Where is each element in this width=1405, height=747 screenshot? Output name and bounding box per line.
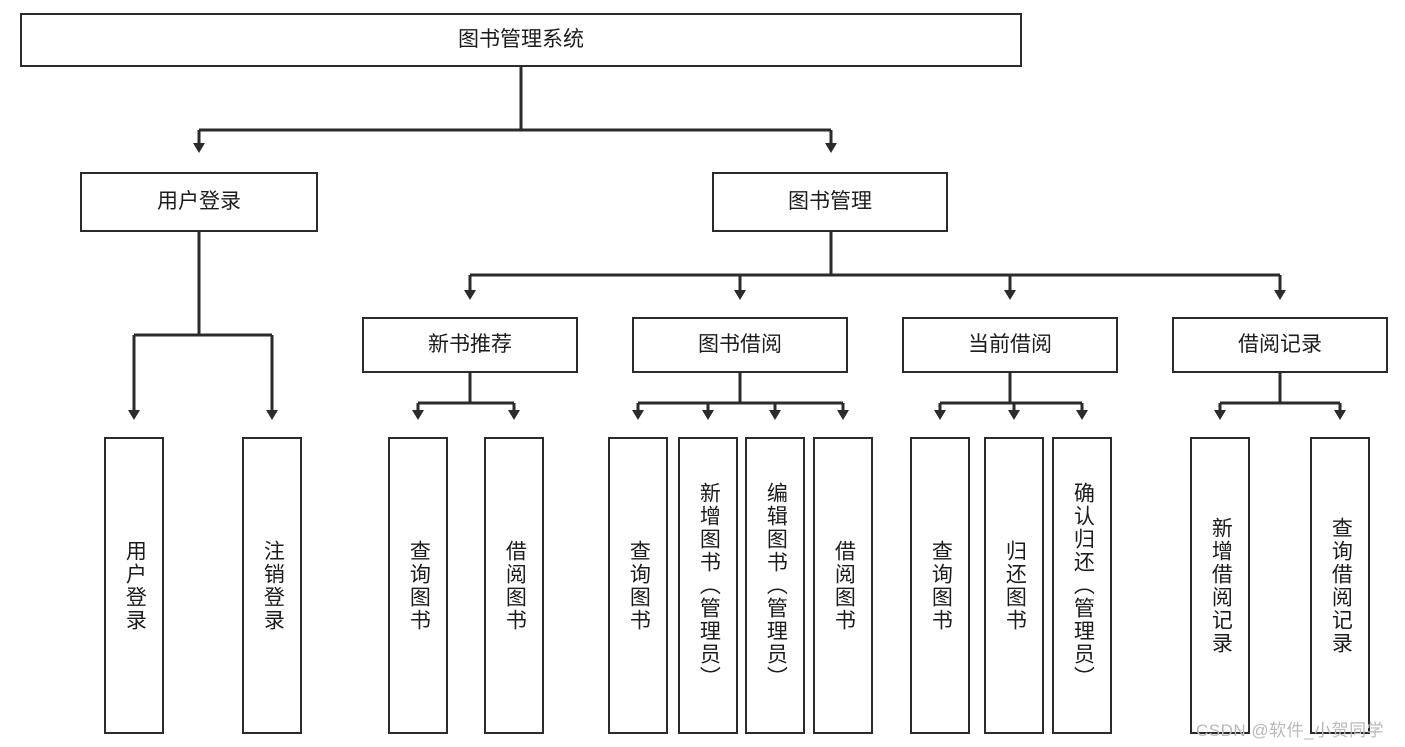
node-book-manage[interactable]: 图书管理 [712,172,948,232]
node-leaf-query-book-1[interactable]: 查询图书 [388,437,448,734]
node-leaf-confirm-return[interactable]: 确认归还（管理员） [1052,437,1112,734]
node-leaf-query-record-label: 查询借阅记录 [1329,516,1353,655]
node-leaf-add-record-label: 新增借阅记录 [1209,516,1233,655]
connectors [128,67,1346,420]
node-leaf-logout-label: 注销登录 [261,539,285,632]
node-user-login[interactable]: 用户登录 [80,172,318,232]
node-root-label: 图书管理系统 [458,27,584,51]
node-new-book-recommend-label: 新书推荐 [428,332,512,356]
node-leaf-query-book-2-label: 查询图书 [627,539,651,632]
node-leaf-query-book-2[interactable]: 查询图书 [608,437,668,734]
node-new-book-recommend[interactable]: 新书推荐 [362,317,578,373]
node-leaf-user-login[interactable]: 用户登录 [104,437,164,734]
node-book-borrow-label: 图书借阅 [698,332,782,356]
node-leaf-confirm-return-label: 确认归还（管理员） [1071,482,1095,689]
node-leaf-borrow-book-2-label: 借阅图书 [832,539,856,632]
node-leaf-return-book-label: 归还图书 [1003,539,1027,632]
node-leaf-add-record[interactable]: 新增借阅记录 [1190,437,1250,734]
node-leaf-borrow-book-2[interactable]: 借阅图书 [813,437,873,734]
node-leaf-add-book[interactable]: 新增图书（管理员） [678,437,738,734]
node-borrow-record-label: 借阅记录 [1238,332,1322,356]
node-leaf-add-book-label: 新增图书（管理员） [697,482,721,689]
node-leaf-edit-book[interactable]: 编辑图书（管理员） [745,437,805,734]
node-leaf-query-book-1-label: 查询图书 [407,539,431,632]
node-leaf-query-book-3-label: 查询图书 [929,539,953,632]
node-current-borrow[interactable]: 当前借阅 [902,317,1118,373]
node-leaf-query-record[interactable]: 查询借阅记录 [1310,437,1370,734]
node-leaf-logout[interactable]: 注销登录 [242,437,302,734]
node-leaf-user-login-label: 用户登录 [123,539,147,632]
node-borrow-record[interactable]: 借阅记录 [1172,317,1388,373]
node-leaf-borrow-book-1-label: 借阅图书 [503,539,527,632]
node-current-borrow-label: 当前借阅 [968,332,1052,356]
node-root[interactable]: 图书管理系统 [20,13,1022,67]
node-leaf-borrow-book-1[interactable]: 借阅图书 [484,437,544,734]
node-leaf-query-book-3[interactable]: 查询图书 [910,437,970,734]
node-leaf-edit-book-label: 编辑图书（管理员） [764,482,788,689]
node-leaf-return-book[interactable]: 归还图书 [984,437,1044,734]
node-user-login-label: 用户登录 [157,189,241,213]
node-book-manage-label: 图书管理 [788,189,872,213]
node-book-borrow[interactable]: 图书借阅 [632,317,848,373]
